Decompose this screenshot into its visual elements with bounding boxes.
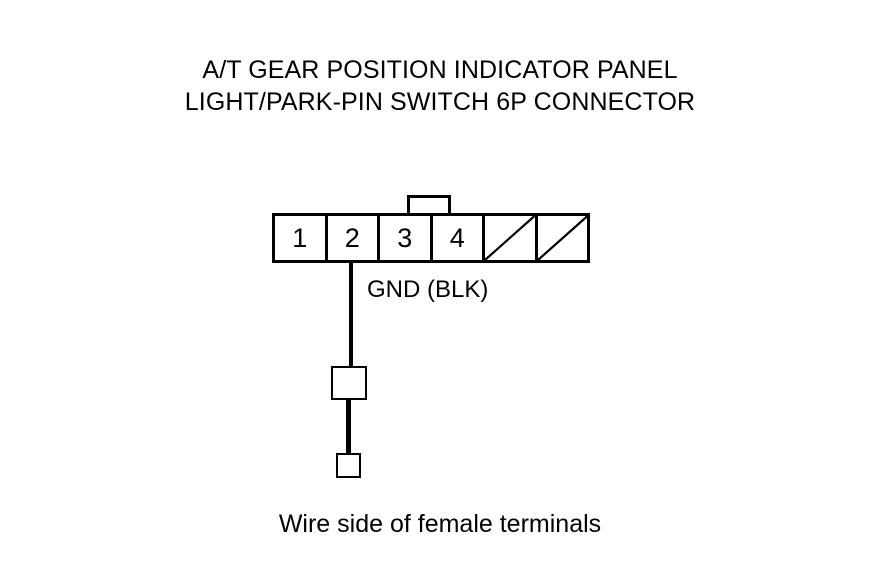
cavity-label-1: 1 <box>292 222 308 253</box>
connector-cavity-2: 2 <box>328 216 380 260</box>
connector-cavity-5-unused <box>485 216 538 260</box>
connector-cavity-6-unused <box>538 216 588 260</box>
connector-lock-tab-icon <box>407 195 451 213</box>
cavity-label-3: 3 <box>397 222 413 253</box>
diagram-caption: Wire side of female terminals <box>278 510 602 538</box>
connector-cavity-4: 4 <box>433 216 485 260</box>
terminal-link-wire <box>346 399 351 454</box>
connector-cavity-3: 3 <box>380 216 433 260</box>
title-line-2: LIGHT/PARK-PIN SWITCH 6P CONNECTOR <box>184 88 696 116</box>
cavity-label-2: 2 <box>344 222 360 253</box>
diagram-title: A/T GEAR POSITION INDICATOR PANEL LIGHT/… <box>0 54 880 118</box>
connector-assembly: 1 2 3 4 <box>272 195 590 265</box>
title-line-1: A/T GEAR POSITION INDICATOR PANEL <box>202 56 678 84</box>
ground-wire-label: GND (BLK) <box>367 276 489 303</box>
ground-wire-line <box>349 262 353 367</box>
unused-cavity-slash-icon <box>485 216 535 260</box>
unused-cavity-slash-icon <box>538 216 588 260</box>
terminal-large-symbol <box>331 366 367 400</box>
connector-body: 1 2 3 4 <box>272 213 590 263</box>
cavity-label-4: 4 <box>449 222 465 253</box>
connector-cavity-1: 1 <box>275 216 328 260</box>
terminal-small-symbol <box>336 453 361 478</box>
